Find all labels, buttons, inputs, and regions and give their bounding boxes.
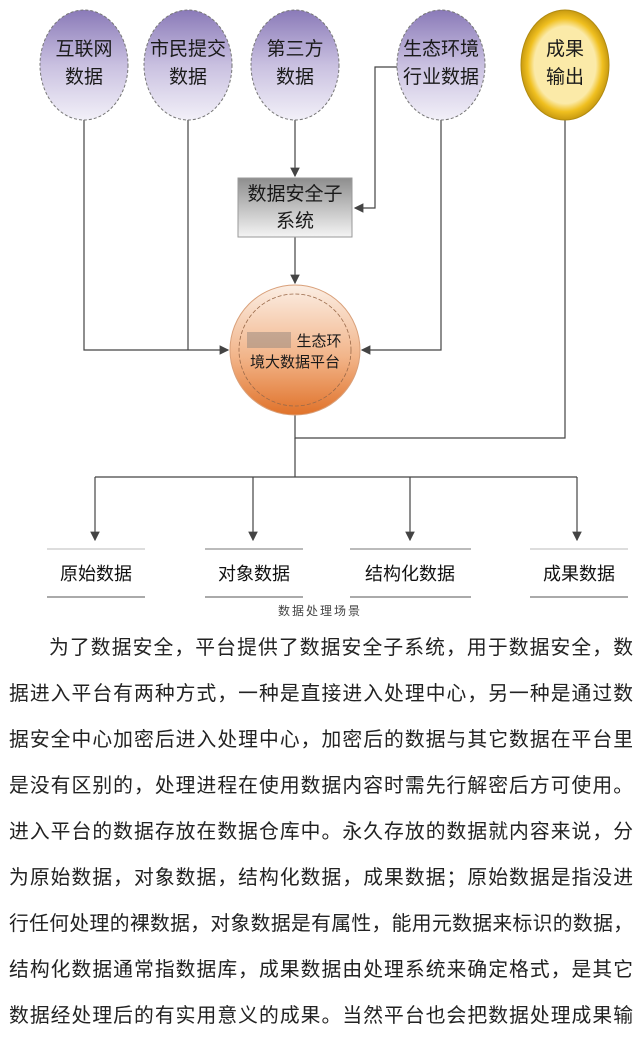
paragraph-line: 为了数据安全，平台提供了数据安全子系统，用于数据安全，数 — [49, 636, 633, 659]
connector-internet — [83, 120, 230, 355]
node-label: 生态环境 — [403, 38, 479, 60]
security-subsystem-box: 数据安全子 系统 — [237, 177, 353, 238]
paragraph-line: 为原始数据，对象数据，结构化数据，成果数据；原始数据是指没进 — [9, 866, 633, 889]
node-label: 系统 — [276, 210, 314, 232]
node-label: 数据 — [65, 66, 103, 88]
source-thirdparty: 第三方 数据 — [250, 9, 340, 121]
source-internet: 互联网 数据 — [39, 9, 129, 121]
category-result: 成果数据 — [530, 548, 628, 598]
paragraph-line: 据安全中心加密后进入处理中心，加密后的数据与其它数据在平台里 — [9, 728, 633, 751]
category-label: 成果数据 — [543, 564, 615, 585]
category-raw: 原始数据 — [47, 548, 145, 598]
category-structured: 结构化数据 — [350, 548, 471, 598]
body-paragraph: 为了数据安全，平台提供了数据安全子系统，用于数据安全，数 据进入平台有两种方式，… — [9, 633, 633, 1047]
paragraph-line: 是没有区别的，处理进程在使用数据内容时需先行解密后方可使用。 — [9, 774, 633, 797]
connector-industry — [360, 120, 442, 355]
node-label: 第三方 — [266, 38, 323, 60]
figure-caption: 数据处理场景 — [277, 604, 362, 618]
node-label: 数据 — [169, 66, 207, 88]
node-label: 输出 — [546, 66, 584, 88]
paragraph-line: 行任何处理的裸数据，对象数据是有属性，能用元数据来标识的数据， — [9, 912, 633, 935]
paragraph-line: 数据经处理后的有实用意义的成果。当然平台也会把数据处理成果输 — [9, 1004, 633, 1027]
node-label: 成果 — [546, 38, 584, 60]
category-label: 结构化数据 — [365, 564, 455, 585]
node-label: 境大数据平台 — [250, 353, 340, 371]
node-label: 行业数据 — [403, 66, 479, 88]
platform-node: 生态环 境大数据平台 — [229, 284, 361, 416]
redacted-blur — [247, 332, 291, 348]
connector-output — [294, 102, 570, 439]
node-label: 数据 — [276, 66, 314, 88]
output-node: 成果 输出 — [520, 9, 610, 121]
data-flow-diagram: 互联网 数据 市民提交 数据 第三方 数据 生态环境 行业数据 成果 输出 数据… — [39, 9, 628, 598]
paragraph-line: 据进入平台有两种方式，一种是直接进入处理中心，另一种是通过数 — [9, 682, 633, 705]
node-label: 数据安全子 — [247, 183, 342, 205]
paragraph-line: 进入平台的数据存放在数据仓库中。永久存放的数据就内容来说，分 — [9, 820, 633, 843]
node-label: 生态环 — [296, 332, 341, 350]
category-object: 对象数据 — [205, 548, 303, 598]
connector-industry-security — [353, 66, 398, 213]
node-label: 互联网 — [55, 38, 112, 60]
category-label: 对象数据 — [218, 564, 290, 585]
paragraph-line: 结构化数据通常指数据库，成果数据由处理系统来确定格式，是其它 — [9, 958, 633, 981]
node-label: 市民提交 — [150, 38, 226, 60]
source-citizen: 市民提交 数据 — [143, 9, 233, 121]
source-industry: 生态环境 行业数据 — [396, 9, 486, 121]
category-label: 原始数据 — [60, 564, 132, 585]
